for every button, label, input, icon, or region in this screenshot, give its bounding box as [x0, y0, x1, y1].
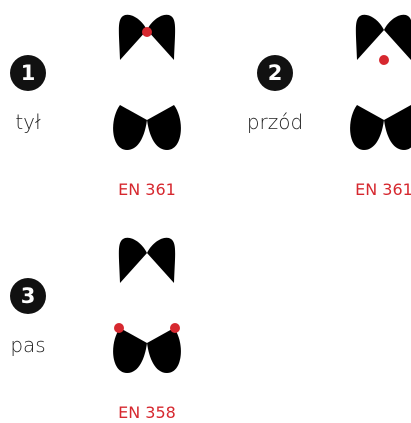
standard-label-2: EN 361: [355, 180, 411, 199]
attachment-point-waist-left: [114, 323, 124, 333]
number-badge-1: 1: [10, 55, 46, 91]
attachment-point-front: [379, 55, 389, 65]
attachment-label-back: tył: [15, 110, 41, 134]
attachment-point-back: [142, 27, 152, 37]
number-badge-2: 2: [257, 55, 293, 91]
harness-diagram-front: [350, 14, 411, 150]
attachment-label-front: przód: [246, 110, 304, 134]
standard-label-1: EN 361: [118, 180, 176, 199]
number-badge-3: 3: [10, 278, 46, 314]
harness-diagram-back: [113, 14, 181, 150]
attachment-point-waist-right: [170, 323, 180, 333]
harness-diagram-waist: [113, 237, 181, 373]
attachment-label-waist: pas: [10, 333, 46, 357]
standard-label-3: EN 358: [118, 403, 176, 422]
